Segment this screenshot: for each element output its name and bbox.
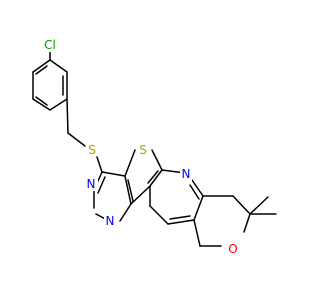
ring-ch2-bond — [66, 98, 69, 134]
ch2-s-bond — [67, 132, 86, 147]
chlorophenyl-ring — [32, 59, 68, 111]
chlorine-atom-label: Cl — [44, 38, 56, 52]
methyl-1-bond — [249, 196, 269, 215]
pyran-oxygen-label: O — [228, 242, 237, 256]
pyridine-ring — [149, 169, 204, 225]
thiophene-sulfur-label: S — [139, 143, 147, 157]
thiophene-ring — [124, 149, 163, 205]
thioether-sulfur-label: S — [88, 143, 96, 157]
pyrimidine-n2-label: N — [106, 214, 115, 228]
molecule-diagram: Cl S N N — [32, 38, 277, 256]
structure-svg: Cl S N N — [32, 38, 277, 256]
pyran-ring — [193, 195, 251, 247]
s-c4-bond — [96, 156, 103, 173]
pyrimidine-n1-label: N — [87, 177, 96, 191]
pyridine-n-label: N — [182, 167, 191, 181]
